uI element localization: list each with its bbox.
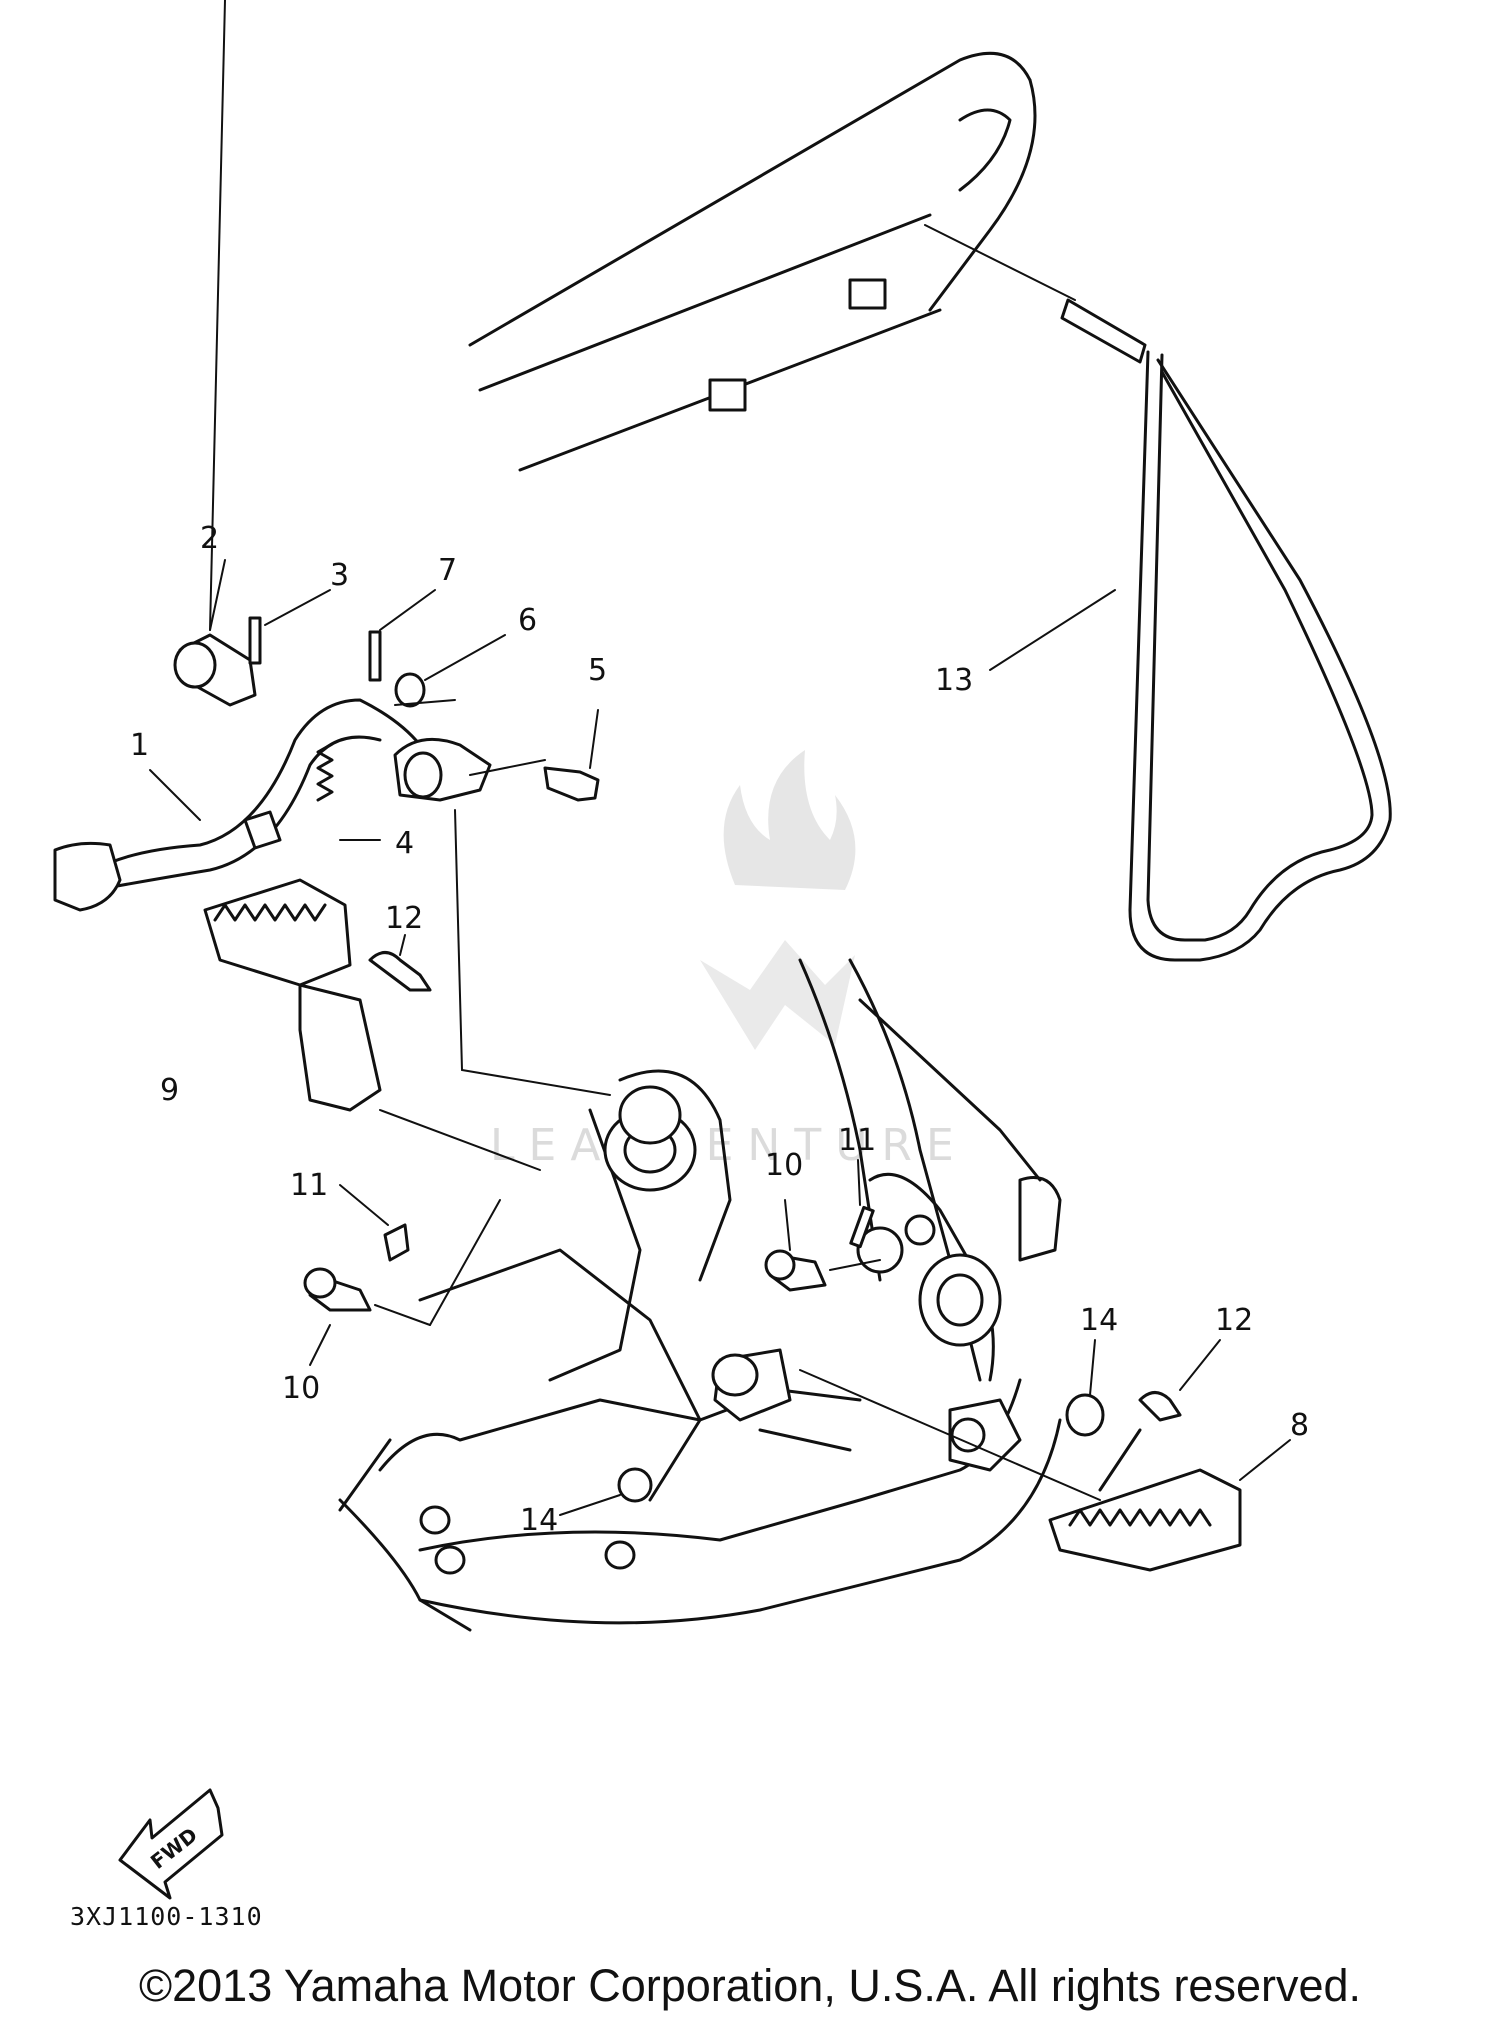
guide-line-pedal [454,809,463,1071]
callout-5: 5 [588,653,607,688]
callout-8: 8 [1290,1408,1309,1443]
watermark: LEADVENTURE [490,750,968,1171]
callout-14-right: 14 [1080,1303,1118,1338]
copyright-notice: ©2013 Yamaha Motor Corporation, U.S.A. A… [138,1960,1362,2011]
stand-part-13 [924,224,1392,962]
watermark-text: LEADVENTURE [490,1120,968,1171]
callout-4: 4 [395,826,414,861]
washer-part-6 [394,634,506,708]
pins-right [764,1159,881,1292]
footpeg-right-assembly [799,1339,1291,1572]
callout-10-right: 10 [765,1148,803,1183]
callout-1: 1 [130,728,149,763]
callout-6: 6 [518,603,537,638]
callout-12-right: 12 [1215,1303,1253,1338]
spring-part-12-left [368,934,432,992]
footpeg-part-9 [203,878,541,1171]
callout-10-left: 10 [282,1371,320,1406]
callouts: 2 3 7 6 5 1 4 12 13 9 11 10 10 11 14 12 … [130,521,1309,1538]
callout-2: 2 [200,521,219,556]
fwd-arrow: FWD [118,1788,224,1900]
callout-11-left: 11 [290,1168,328,1203]
bolt-part-5 [469,709,600,802]
pins-left [303,1184,501,1366]
callout-3: 3 [330,558,349,593]
callout-13: 13 [935,663,973,698]
callout-7: 7 [438,553,457,588]
callout-12-left: 12 [385,901,423,936]
engine-frame [338,958,1062,1632]
washer-part-14-center [559,1467,653,1516]
pin-part-7 [368,589,436,682]
frame-seat [468,51,1037,472]
part-code: 3XJ1100-1310 [70,1902,263,1931]
callout-14-center: 14 [520,1503,558,1538]
brake-pedal-part-1 [53,698,492,912]
guide-line-pedal-2 [461,1069,611,1096]
adjuster-part-2 [173,0,257,707]
callout-11-right: 11 [838,1123,876,1158]
spring-part-4 [316,742,381,841]
pin-part-3 [248,589,331,665]
callout-9: 9 [160,1073,179,1108]
